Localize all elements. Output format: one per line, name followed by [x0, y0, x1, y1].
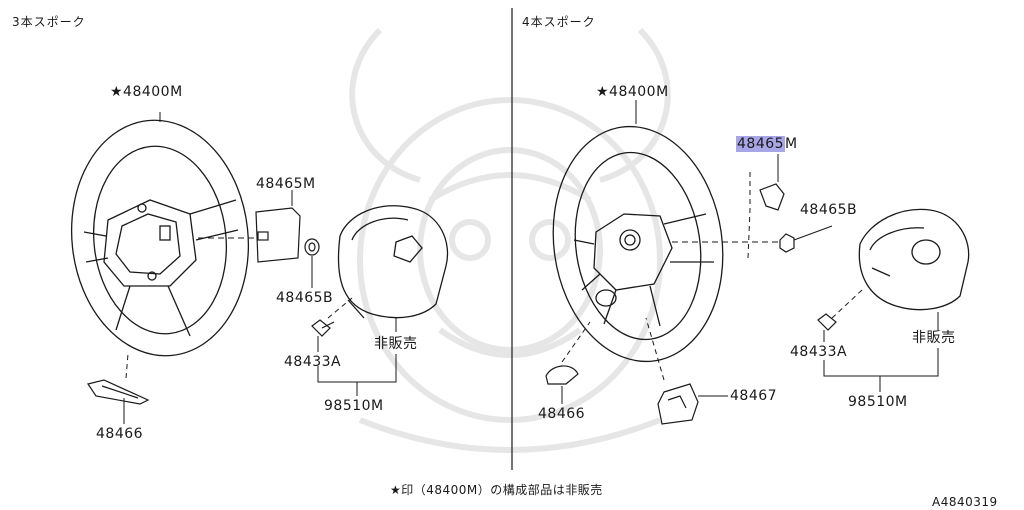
left-cover-label: 48466 [96, 426, 144, 442]
right-steering-wheel [552, 125, 724, 363]
left-cover-part [87, 379, 150, 405]
left-steering-wheel [70, 119, 250, 357]
right-lower-cover-label: 48467 [730, 388, 778, 404]
left-bolt-label: 48433A [284, 354, 342, 370]
right-bolt-label: 48433A [790, 344, 848, 360]
right-not-sold-label: 非販売 [912, 330, 956, 346]
footer-note: ★印（48400M）の構成部品は非販売 [390, 483, 603, 497]
right-section-title: 4本スポーク [522, 15, 596, 29]
right-cover-part [545, 365, 579, 385]
left-bolt-part [311, 319, 335, 337]
right-assembly-label: 98510M [848, 394, 908, 410]
right-airbag-module [858, 208, 970, 311]
right-nut-part [779, 233, 795, 253]
right-pad-label: 48465M [736, 136, 798, 152]
watermark-emblem [349, 27, 671, 453]
right-pad-part [759, 183, 785, 211]
right-lower-cover-part [657, 383, 699, 425]
left-assembly-label: 98510M [324, 398, 384, 414]
diagram-id: A4840319 [932, 495, 998, 509]
right-bolt-part [817, 313, 837, 331]
right-assembly-bracket [823, 348, 939, 377]
left-wheel-label: ★48400M [110, 84, 183, 100]
left-nut-part [304, 238, 320, 256]
right-cover-label: 48466 [538, 406, 586, 422]
left-pad-label: 48465M [256, 176, 316, 192]
left-nut-label: 48465B [276, 290, 334, 306]
left-section-title: 3本スポーク [12, 15, 86, 29]
left-pad-part [255, 207, 301, 263]
right-pad-highlight: 48465 [736, 136, 786, 152]
right-wheel-label: ★48400M [596, 84, 669, 100]
right-nut-label: 48465B [800, 202, 858, 218]
right-pad-suffix: M [785, 136, 798, 152]
left-not-sold-label: 非販売 [374, 336, 418, 352]
